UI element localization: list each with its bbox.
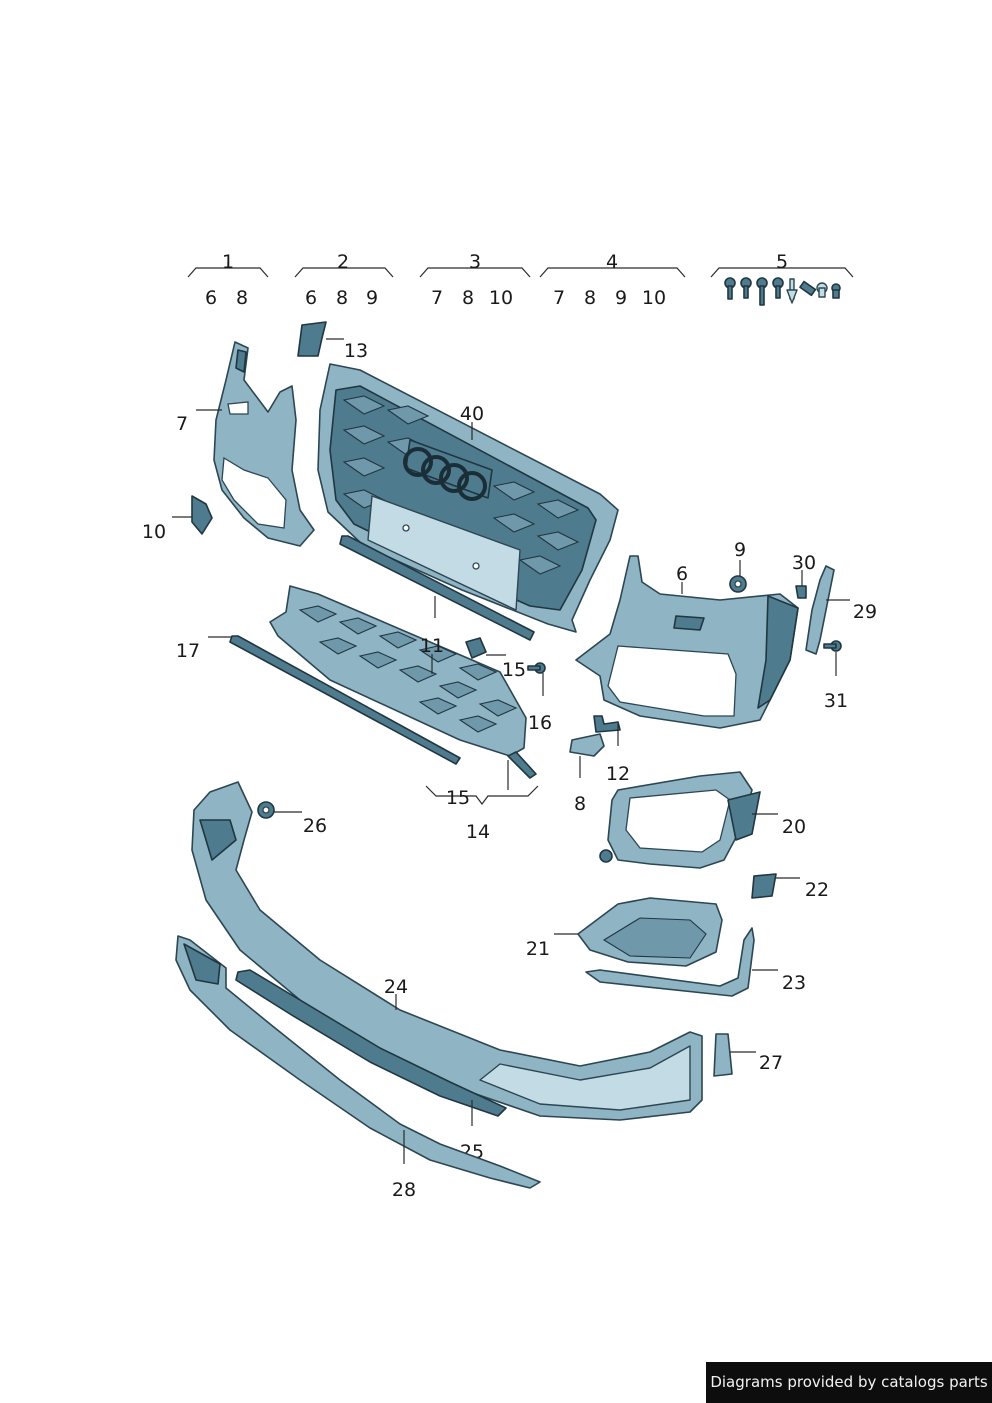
part-20-fog-lamp-bracket: 20 [599, 771, 806, 869]
lower-grille-mesh [298, 605, 518, 733]
part-21-fog-grille: 21 [526, 897, 723, 967]
callout-10: 10 [142, 521, 166, 543]
part-28-spoiler-lip: 28 [175, 935, 541, 1201]
kit-group-4: 4 7 8 9 10 [539, 251, 686, 309]
part-16-screw: 16 [527, 662, 552, 734]
callout-13: 13 [344, 340, 368, 362]
part-27-bracket: 27 [713, 1033, 783, 1077]
kit-group-14: 15 14 [425, 760, 539, 843]
part-8-cover-cap: 8 [569, 733, 605, 815]
callout-12: 12 [606, 763, 630, 785]
footer-credit: Diagrams provided by catalogs parts [706, 1362, 992, 1403]
part-26-nut: 26 [257, 801, 327, 837]
group-member: 7 [431, 287, 443, 309]
group-label-3: 3 [469, 251, 481, 273]
group-label-5: 5 [776, 251, 788, 273]
callout-17: 17 [176, 640, 200, 662]
kit-group-3: 3 7 8 10 [419, 251, 531, 309]
callout-29: 29 [853, 601, 877, 623]
group-member: 8 [236, 287, 248, 309]
callout-7: 7 [176, 413, 188, 435]
callout-26: 26 [303, 815, 327, 837]
callout-28: 28 [392, 1179, 416, 1201]
group-member: 8 [462, 287, 474, 309]
part-6-bumper-side-bracket: 6 [575, 555, 799, 729]
group-member: 7 [553, 287, 565, 309]
part-7-left-bracket: 7 [176, 341, 315, 547]
group-member: 10 [489, 287, 513, 309]
grille-trim-strip [339, 535, 535, 641]
callout-40: 40 [460, 403, 484, 425]
part-30-clip: 30 [792, 552, 816, 599]
group-label-2: 2 [337, 251, 349, 273]
group-member: 8 [336, 287, 348, 309]
fastener-set-illustration [724, 277, 841, 306]
group-label-4: 4 [606, 251, 618, 273]
part-9-nut: 9 [729, 539, 747, 593]
part-40-radiator-grille: 40 [317, 363, 619, 633]
callout-11: 11 [420, 635, 444, 657]
callout-20: 20 [782, 816, 806, 838]
part-17-trim-strip: 17 [176, 635, 461, 765]
group-member: 10 [642, 287, 666, 309]
part-29-side-guide: 29 [805, 565, 877, 655]
group-member: 6 [205, 287, 217, 309]
group-member: 9 [615, 287, 627, 309]
group-member: 9 [366, 287, 378, 309]
part-31-screw: 31 [823, 640, 848, 712]
kit-group-2: 2 6 8 9 [294, 251, 394, 309]
callout-23: 23 [782, 972, 806, 994]
callout-16: 16 [528, 712, 552, 734]
callout-27: 27 [759, 1052, 783, 1074]
callout-15: 15 [502, 659, 526, 681]
group-member: 6 [305, 287, 317, 309]
part-11-lower-grille: 11 [269, 585, 537, 779]
callout-9: 9 [734, 539, 746, 561]
part-15-clip: 15 [465, 637, 526, 681]
part-10-clip: 10 [142, 495, 213, 543]
group-label-1: 1 [222, 251, 234, 273]
callout-24: 24 [384, 976, 408, 998]
callout-8: 8 [574, 793, 586, 815]
part-13-clip: 13 [297, 321, 368, 362]
callout-22: 22 [805, 879, 829, 901]
kit-group-1: 1 6 8 [187, 251, 269, 309]
callout-21: 21 [526, 938, 550, 960]
callout-30: 30 [792, 552, 816, 574]
part-23-trim-strip: 23 [585, 927, 806, 997]
callout-14: 14 [466, 821, 490, 843]
part-24-bumper-cover: 24 [191, 781, 703, 1121]
callout-15b: 15 [446, 787, 470, 809]
part-12-bracket: 12 [593, 715, 630, 785]
group-member: 8 [584, 287, 596, 309]
kit-group-5: 5 [710, 251, 854, 306]
part-22-clip: 22 [751, 873, 829, 901]
callout-31: 31 [824, 690, 848, 712]
callout-6: 6 [676, 563, 688, 585]
